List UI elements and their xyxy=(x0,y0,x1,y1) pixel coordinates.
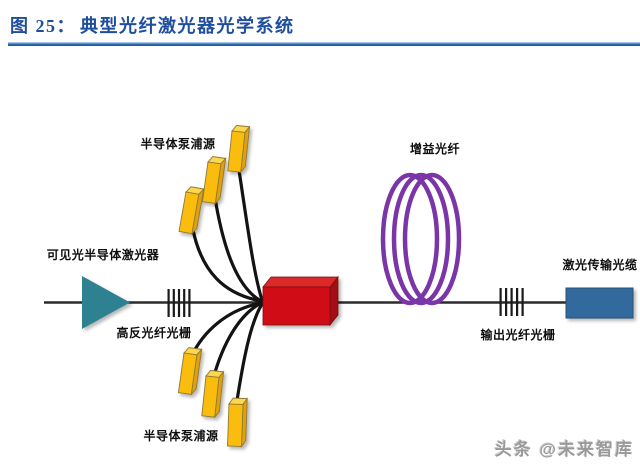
hr-grating xyxy=(167,289,191,317)
pump-diode-top-2 xyxy=(201,156,227,205)
label-output-grating: 输出光纤光栅 xyxy=(480,328,556,342)
figure-title: 典型光纤激光器光学系统 xyxy=(80,16,295,36)
label-pump-source-bottom: 半导体泵浦源 xyxy=(143,429,219,443)
label-gain-fiber: 增益光纤 xyxy=(409,142,461,156)
pump-diode-top-3 xyxy=(227,124,251,174)
figure-number: 图 25： xyxy=(10,16,76,36)
combiner-box xyxy=(262,275,339,327)
delivery-cable-box xyxy=(565,287,634,319)
pump-fibers-bottom xyxy=(189,301,264,409)
label-hr-grating: 高反光纤光栅 xyxy=(116,326,192,340)
pump-fibers-top xyxy=(191,168,264,303)
header-underline xyxy=(8,42,640,46)
watermark: 头条 @未来智库 xyxy=(494,440,634,459)
pump-diode-bottom-1 xyxy=(177,347,203,396)
gain-fiber-coil xyxy=(380,172,462,306)
pump-diode-bottom-3 xyxy=(227,397,249,448)
label-delivery-cable: 激光传输光缆 xyxy=(562,258,638,272)
figure-header: 图 25：典型光纤激光器光学系统 xyxy=(10,12,295,38)
pump-diode-top-1 xyxy=(178,186,205,236)
visible-laser-triangle xyxy=(82,276,130,329)
label-pump-source-top: 半导体泵浦源 xyxy=(140,137,216,151)
pump-diode-bottom-2 xyxy=(201,369,225,419)
output-grating xyxy=(499,288,524,316)
label-visible-laser: 可见光半导体激光器 xyxy=(46,248,160,262)
